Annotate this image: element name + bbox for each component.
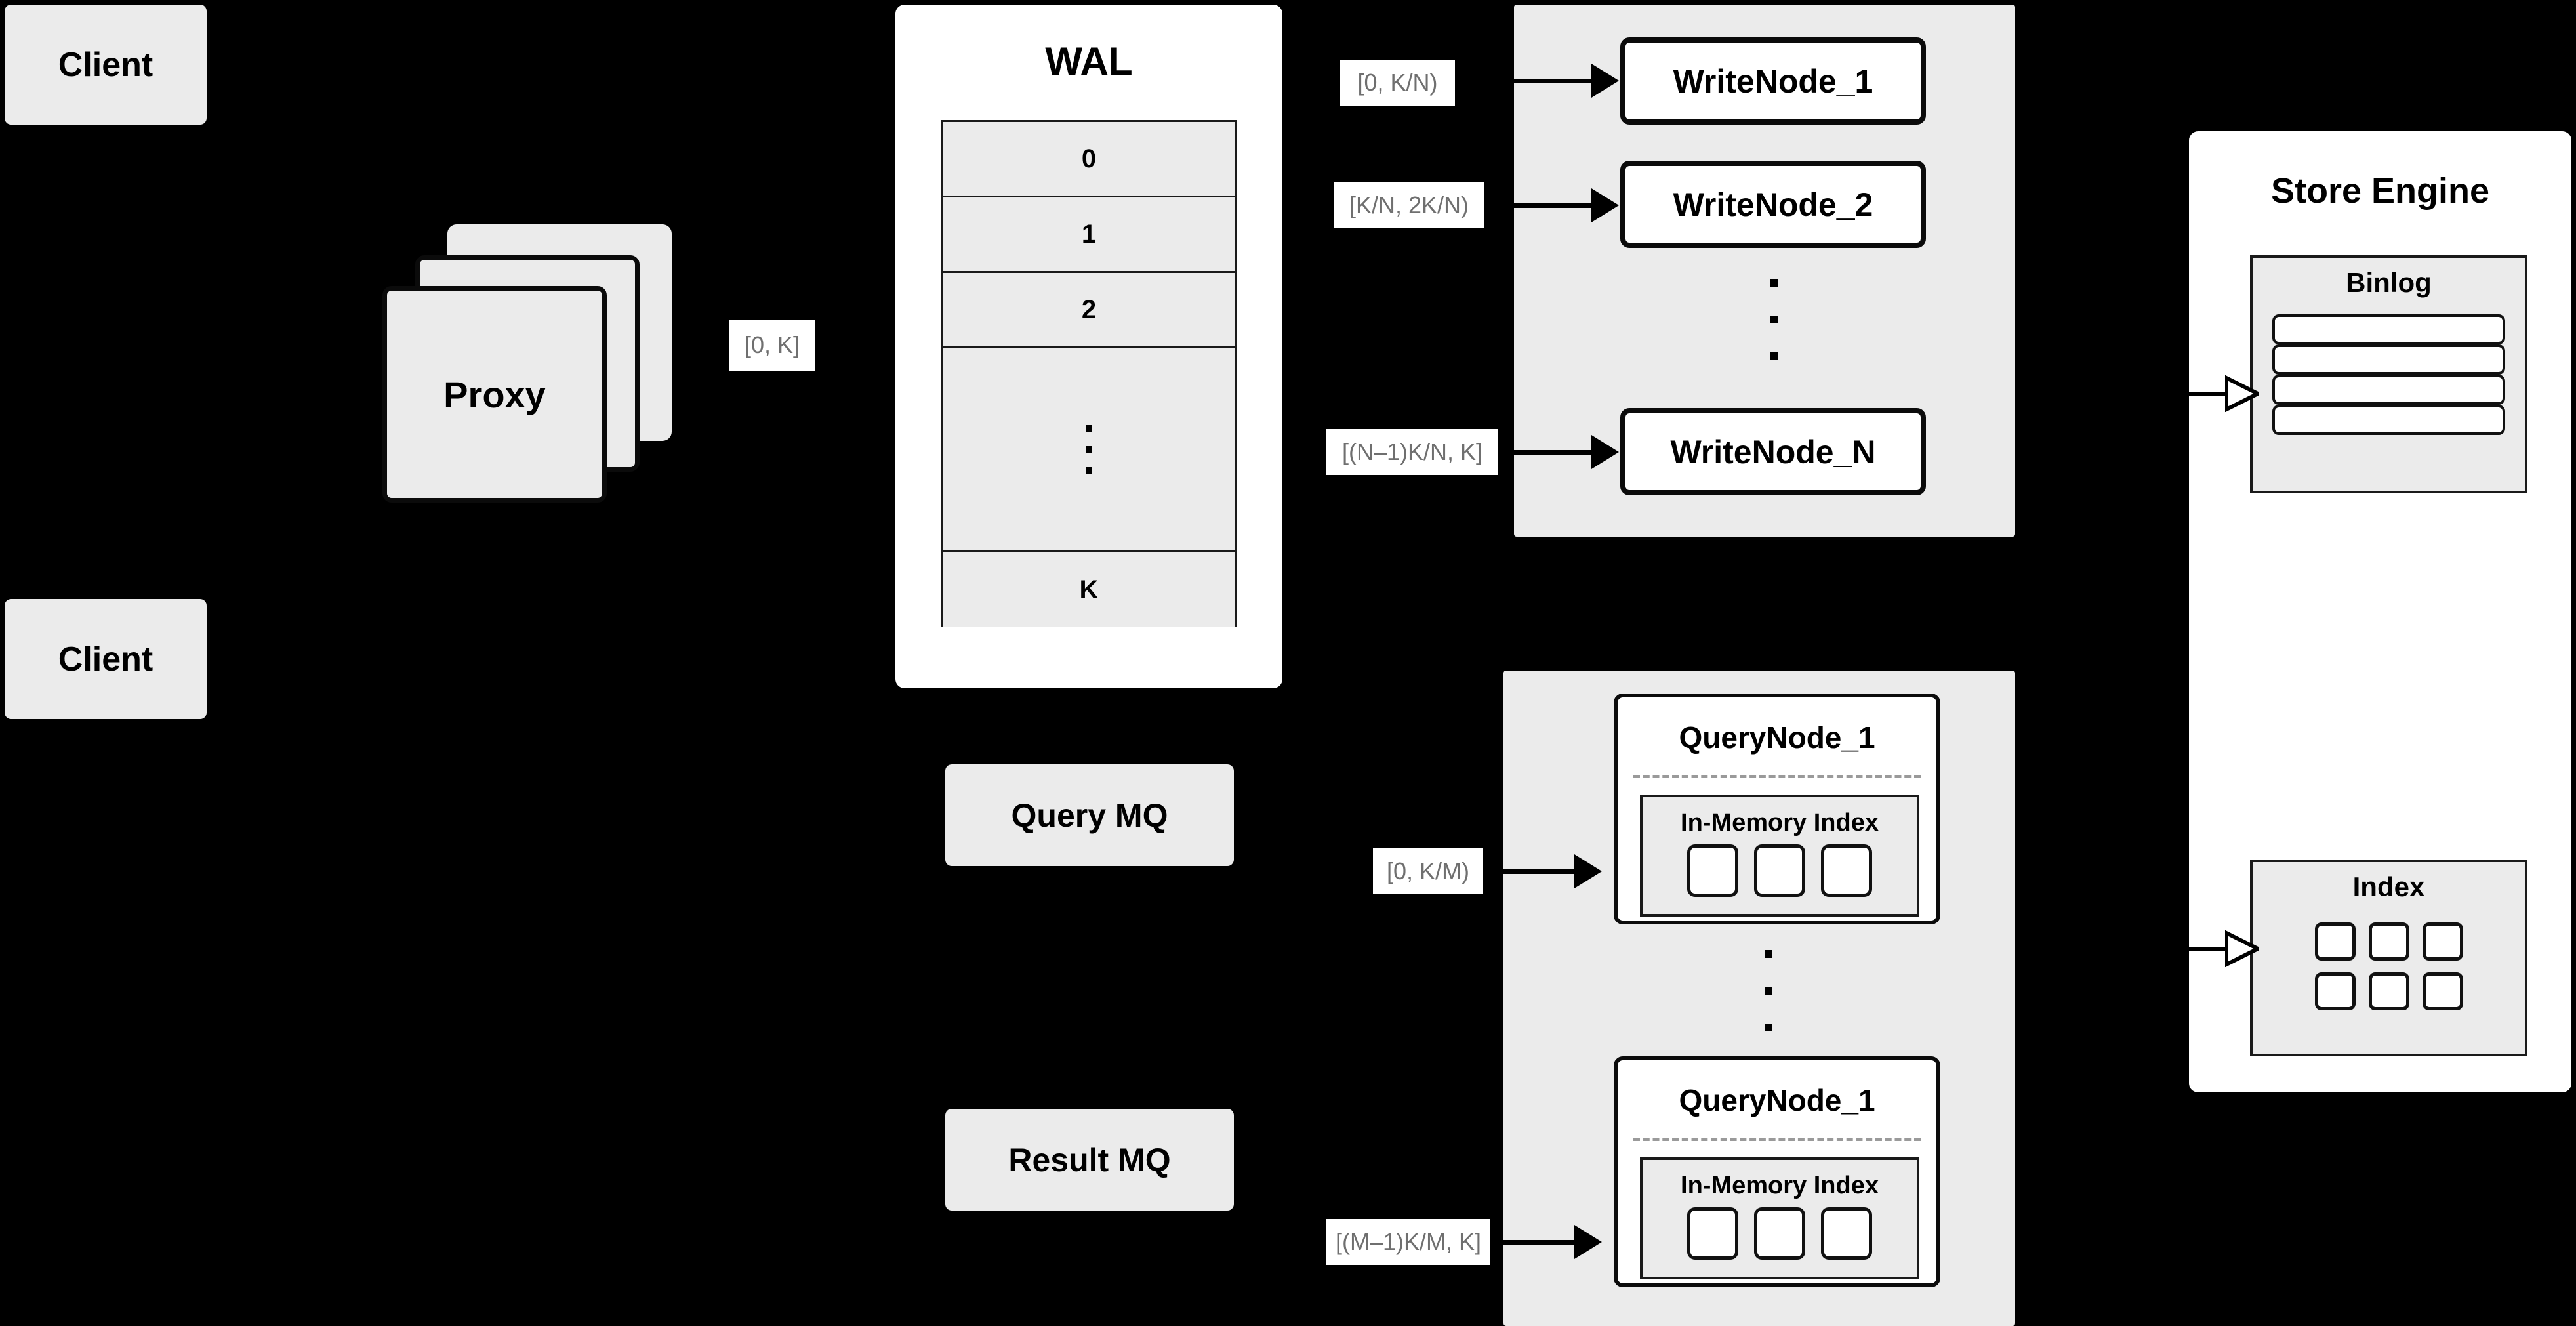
index-cell[interactable] (2314, 972, 2356, 1010)
edge-label-writenode-2: [K/N, 2K/N) (1334, 182, 1484, 228)
arrowhead-writenode-n (1591, 435, 1619, 469)
edge-label-querynode-m-text: [(M–1)K/M, K] (1335, 1228, 1482, 1255)
inmemory-index-cell[interactable] (1687, 1207, 1738, 1260)
query-node-1-inmemory-cells (1643, 844, 1917, 897)
binlog-row[interactable] (2272, 405, 2505, 435)
connector-line-writenode-2 (1514, 203, 1606, 208)
edge-label-writenode-2-text: [K/N, 2K/N) (1349, 192, 1469, 218)
client-box-1[interactable]: Client (5, 5, 207, 125)
write-node-ellipsis-dot (1770, 316, 1778, 323)
inmemory-index-cell[interactable] (1754, 844, 1805, 897)
client-box-2-label: Client (58, 640, 153, 678)
edge-label-writenode-n: [(N–1)K/N, K] (1326, 429, 1498, 475)
arrowhead-writenode-1 (1591, 64, 1619, 98)
inmemory-index-cell[interactable] (1687, 844, 1738, 897)
query-node-ellipsis (1765, 950, 1772, 1031)
index-cell[interactable] (2422, 972, 2463, 1010)
arrowhead-querynode-m (1574, 1225, 1602, 1259)
arrowhead-open-index (2225, 930, 2259, 967)
index-cell[interactable] (2368, 922, 2409, 961)
query-node-m-inmemory-index-title: In-Memory Index (1681, 1172, 1879, 1199)
edge-label-querynode-1: [0, K/M) (1373, 848, 1483, 894)
wal-ellipsis-dot (1086, 467, 1092, 474)
inmemory-index-cell[interactable] (1821, 1207, 1872, 1260)
connector-line-querynode-m (1503, 1240, 1587, 1245)
index-title: Index (2352, 871, 2425, 902)
index-cells (2253, 922, 2525, 1010)
binlog-row[interactable] (2272, 344, 2505, 375)
wal-row-1[interactable]: 1 (943, 197, 1235, 273)
wal-title: WAL (1045, 39, 1133, 83)
arrowhead-querynode-1 (1574, 854, 1602, 888)
edge-label-proxy-to-wal: [0, K] (729, 320, 815, 371)
index-cell[interactable] (2422, 922, 2463, 961)
binlog-rows (2272, 314, 2505, 435)
proxy-card-front[interactable]: Proxy (382, 286, 607, 503)
wal-ellipsis-dot (1086, 425, 1092, 432)
query-node-ellipsis-dot (1765, 950, 1772, 958)
edge-label-proxy-to-wal-text: [0, K] (744, 331, 800, 358)
arrowhead-open-binlog (2225, 375, 2259, 412)
query-node-ellipsis-dot (1765, 987, 1772, 995)
write-node-ellipsis-dot (1770, 279, 1778, 287)
inmemory-index-cell[interactable] (1754, 1207, 1805, 1260)
connector-line-querynode-1 (1503, 869, 1587, 874)
query-node-m-title: QueryNode_1 (1679, 1083, 1875, 1117)
client-box-2[interactable]: Client (5, 599, 207, 719)
inmemory-index-cell[interactable] (1821, 844, 1872, 897)
write-node-1[interactable]: WriteNode_1 (1620, 37, 1926, 125)
result-mq-label: Result MQ (1008, 1141, 1171, 1178)
write-node-1-label: WriteNode_1 (1673, 62, 1873, 100)
binlog-row[interactable] (2272, 375, 2505, 405)
query-node-m-separator (1633, 1138, 1921, 1141)
query-mq-label: Query MQ (1011, 797, 1168, 834)
write-node-n-label: WriteNode_N (1670, 433, 1876, 470)
wal-row-2[interactable]: 2 (943, 273, 1235, 348)
write-node-2[interactable]: WriteNode_2 (1620, 161, 1926, 248)
write-node-n[interactable]: WriteNode_N (1620, 408, 1926, 495)
binlog-section: Binlog (2250, 255, 2527, 493)
wal-row-0[interactable]: 0 (943, 122, 1235, 197)
index-section: Index (2250, 860, 2527, 1056)
wal-row-k[interactable]: K (943, 552, 1235, 627)
query-node-ellipsis-dot (1765, 1024, 1772, 1031)
query-node-1[interactable]: QueryNode_1 In-Memory Index (1614, 694, 1940, 924)
wal-row-2-label: 2 (1081, 295, 1097, 324)
connector-line-to-binlog (2189, 392, 2230, 396)
connector-line-to-index (2189, 947, 2230, 951)
query-node-m-inmemory-index: In-Memory Index (1640, 1157, 1919, 1279)
query-node-1-inmemory-index: In-Memory Index (1640, 795, 1919, 917)
wal-row-0-label: 0 (1081, 144, 1097, 173)
write-node-ellipsis (1770, 279, 1778, 360)
client-box-1-label: Client (58, 45, 153, 84)
edge-label-writenode-1: [0, K/N) (1340, 60, 1455, 106)
binlog-title: Binlog (2346, 267, 2432, 298)
wal-row-1-label: 1 (1081, 219, 1097, 249)
write-node-2-label: WriteNode_2 (1673, 186, 1873, 223)
wal-table: 0 1 2 K (941, 120, 1237, 627)
query-node-m[interactable]: QueryNode_1 In-Memory Index (1614, 1056, 1940, 1287)
query-node-1-title: QueryNode_1 (1679, 720, 1875, 755)
query-node-m-inmemory-cells (1643, 1207, 1917, 1260)
edge-label-writenode-1-text: [0, K/N) (1357, 69, 1438, 96)
query-node-1-inmemory-index-title: In-Memory Index (1681, 809, 1879, 837)
wal-ellipsis-dot (1086, 446, 1092, 453)
connector-line-writenode-1 (1514, 79, 1606, 83)
write-node-ellipsis-dot (1770, 352, 1778, 360)
wal-row-ellipsis (943, 348, 1235, 552)
wal-row-k-label: K (1079, 575, 1099, 604)
edge-label-writenode-n-text: [(N–1)K/N, K] (1341, 438, 1483, 465)
binlog-row[interactable] (2272, 314, 2505, 344)
query-mq-box[interactable]: Query MQ (945, 764, 1234, 866)
index-cell[interactable] (2314, 922, 2356, 961)
query-node-1-separator (1633, 775, 1921, 778)
index-cell[interactable] (2368, 972, 2409, 1010)
connector-line-writenode-n (1514, 450, 1606, 455)
arrowhead-writenode-2 (1591, 188, 1619, 222)
edge-label-querynode-m: [(M–1)K/M, K] (1326, 1219, 1490, 1265)
result-mq-box[interactable]: Result MQ (945, 1109, 1234, 1211)
store-engine-title: Store Engine (2270, 171, 2490, 211)
proxy-label: Proxy (443, 373, 546, 415)
edge-label-querynode-1-text: [0, K/M) (1386, 858, 1470, 884)
